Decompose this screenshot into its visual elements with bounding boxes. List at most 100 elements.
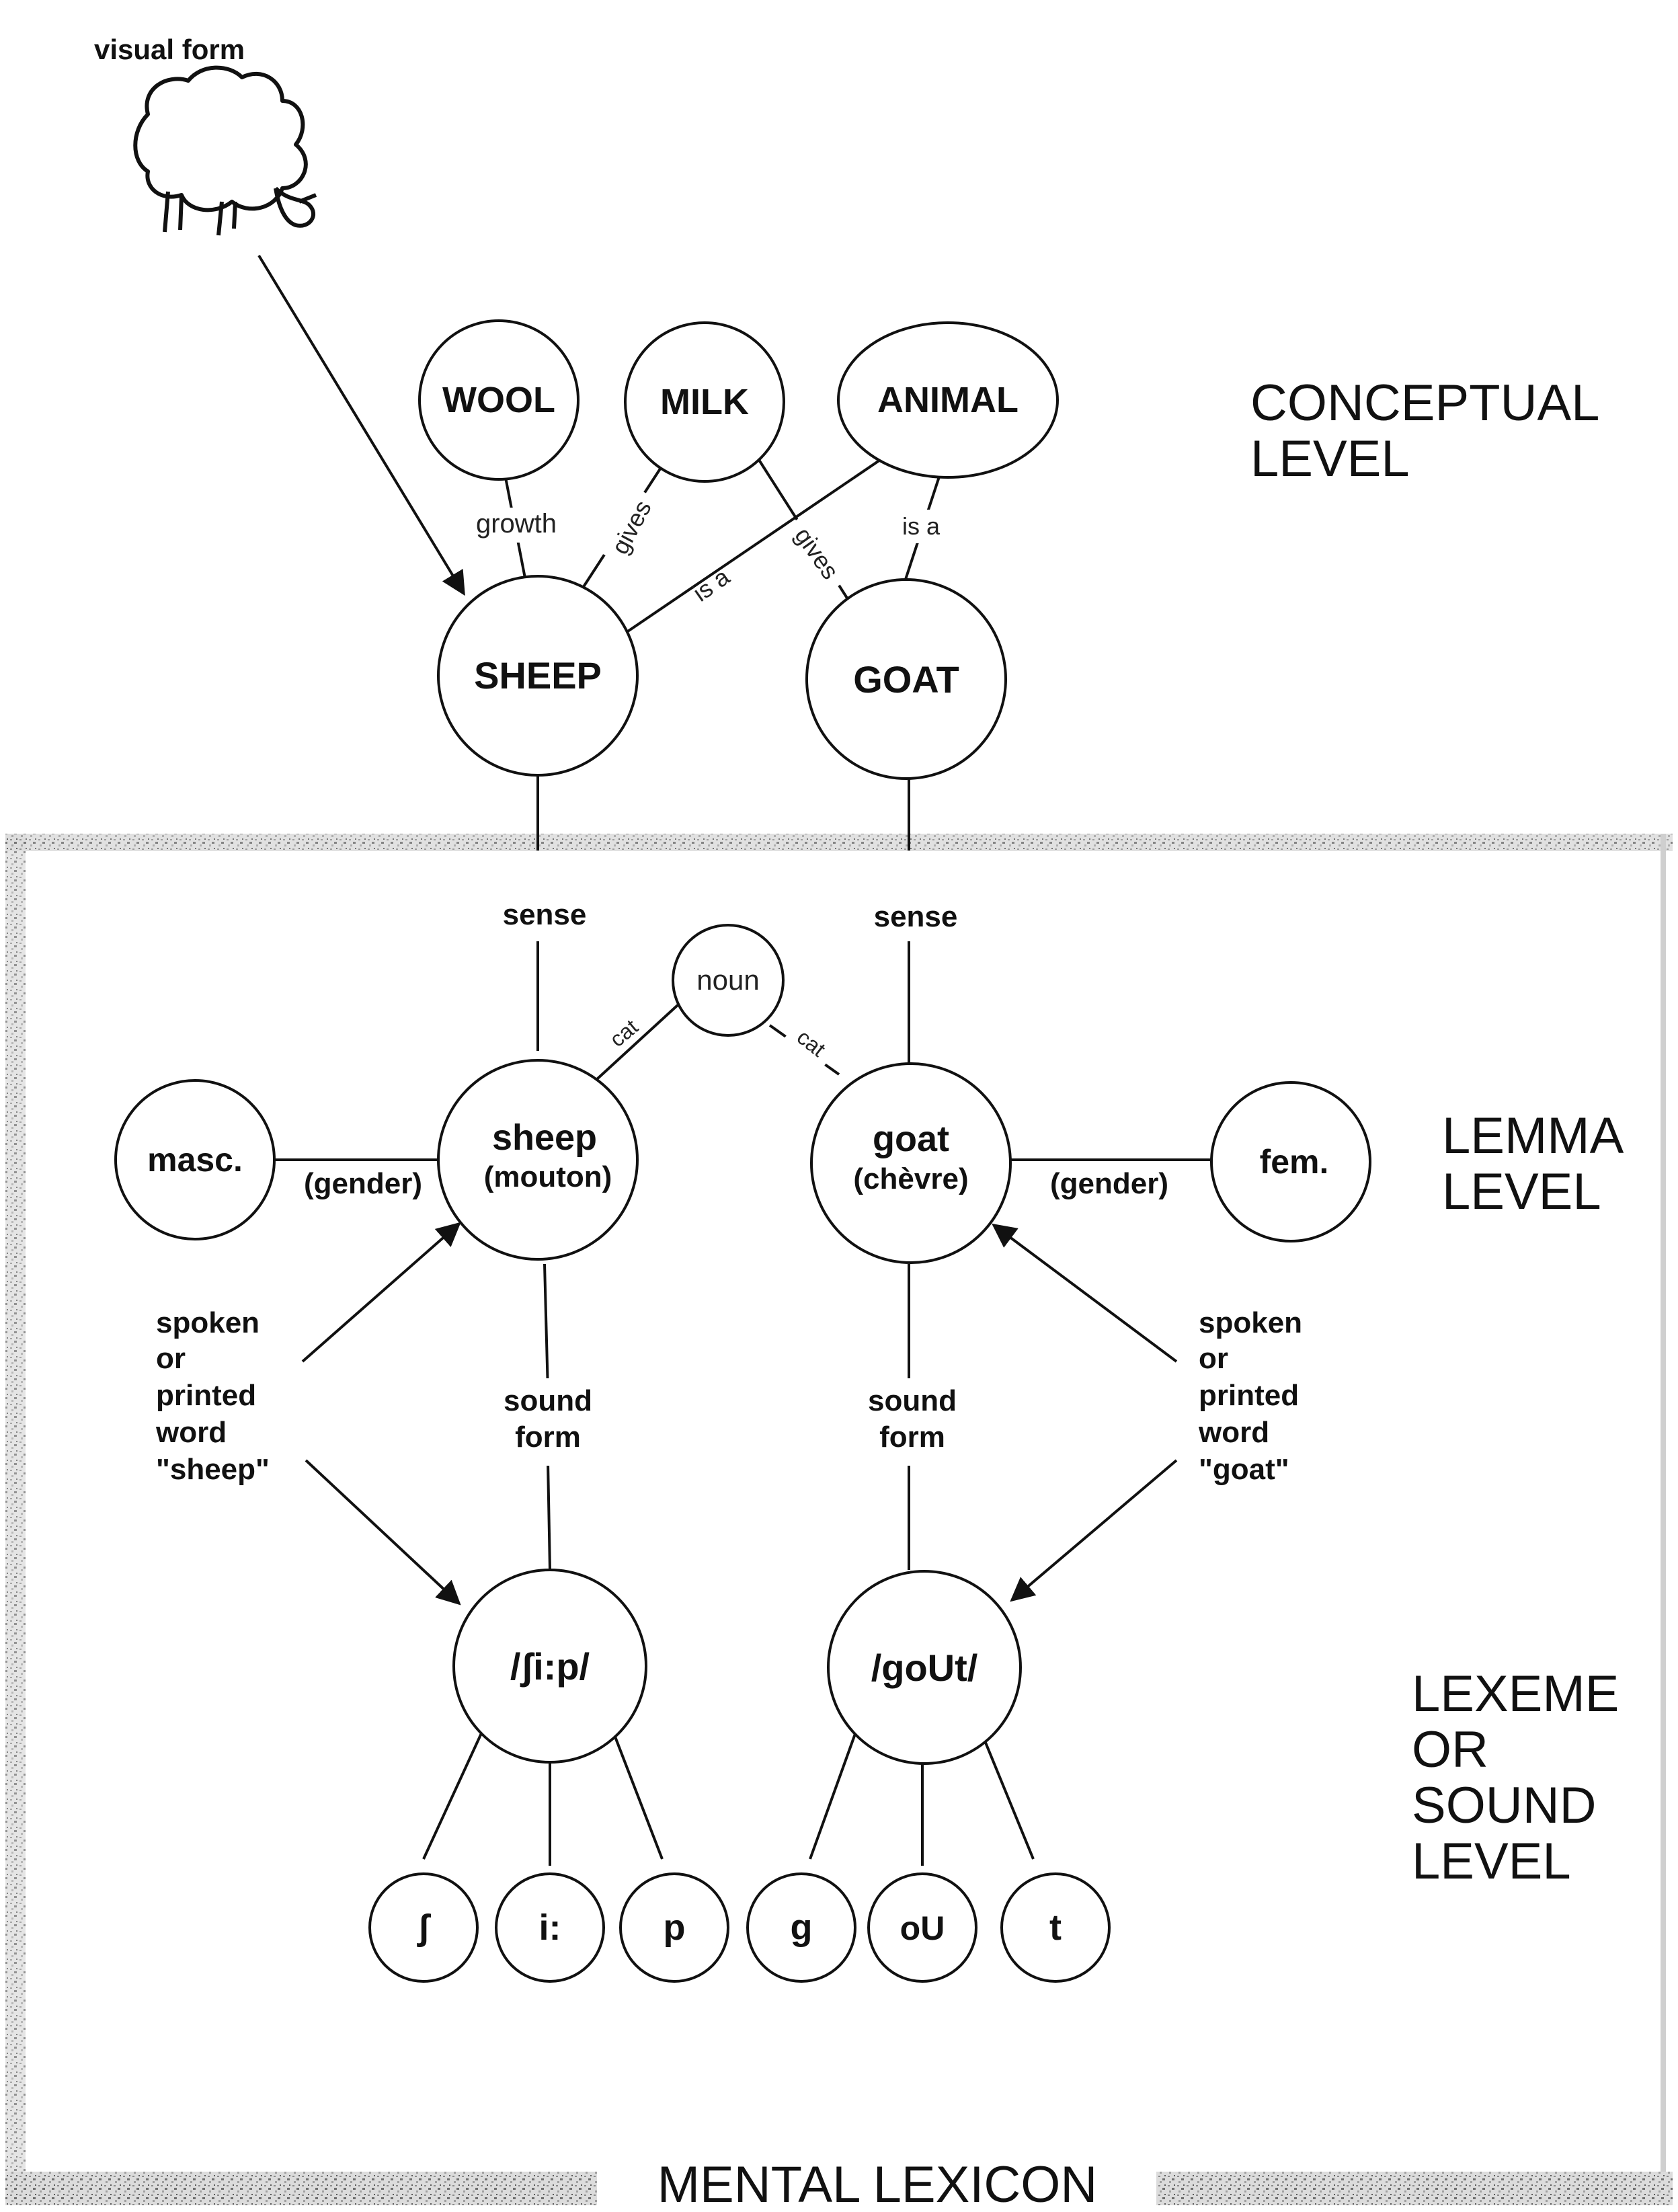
input-goat: spoken or printed word "goat" xyxy=(1198,1306,1302,1486)
mental-lexicon-label: MENTAL LEXICON xyxy=(657,2156,1098,2212)
edge-animal-sheep xyxy=(621,439,910,637)
node-goat-concept-label: GOAT xyxy=(853,658,959,701)
edge-goat-phoneme-1 xyxy=(809,1724,860,1860)
edge-sheep-phoneme-3 xyxy=(609,1724,664,1860)
edge-label-sound-sheep-1: sound xyxy=(504,1384,592,1417)
phoneme-goat-1: g xyxy=(746,1872,856,1983)
input-sheep-line-4: word xyxy=(155,1416,227,1449)
phoneme-goat-2-label: oU xyxy=(900,1909,945,1947)
node-masc: masc. xyxy=(114,1079,276,1240)
input-sheep-line-1: spoken xyxy=(156,1306,259,1339)
node-animal-label: ANIMAL xyxy=(877,380,1018,420)
phoneme-goat-2: oU xyxy=(867,1872,977,1983)
sheep-sketch xyxy=(133,65,317,236)
node-sheep-lemma: sheep (mouton) xyxy=(437,1059,639,1261)
lexeme-level-line-1: LEXEME xyxy=(1412,1665,1619,1723)
node-wool: WOOL xyxy=(418,319,580,481)
level-labels: CONCEPTUAL LEVEL LEMMA LEVEL LEXEME OR S… xyxy=(1250,374,1624,1890)
input-goat-line-4: word xyxy=(1198,1416,1269,1449)
lexeme-level-line-4: LEVEL xyxy=(1412,1833,1571,1890)
lexeme-level-line-2: OR xyxy=(1412,1721,1488,1778)
boundary-top xyxy=(5,834,1673,851)
node-wool-label: WOOL xyxy=(442,380,555,420)
input-sheep-line-3: printed xyxy=(156,1379,256,1412)
boundary-bottom-right xyxy=(1156,2172,1673,2205)
node-goat-lexeme-label: /goUt/ xyxy=(871,1647,978,1689)
node-noun-label: noun xyxy=(696,964,759,996)
node-animal: ANIMAL xyxy=(837,321,1059,479)
input-goat-line-1: spoken xyxy=(1199,1306,1302,1339)
node-fem: fem. xyxy=(1210,1081,1371,1242)
edge-label-sound-goat-1: sound xyxy=(868,1384,957,1417)
phoneme-goat-3: t xyxy=(1000,1872,1111,1983)
arrow-input-sheep-lemma xyxy=(301,1222,461,1363)
node-fem-label: fem. xyxy=(1260,1143,1329,1181)
lemma-edges xyxy=(269,941,1212,1866)
edge-label-growth: growth xyxy=(476,509,557,539)
arrow-input-sheep-lexeme xyxy=(305,1459,461,1606)
lemma-level-line-1: LEMMA xyxy=(1442,1107,1624,1164)
node-sheep-lexeme-label: /ʃi:p/ xyxy=(510,1645,590,1688)
node-goat-lemma: goat (chèvre) xyxy=(810,1062,1012,1264)
input-goat-line-2: or xyxy=(1199,1342,1228,1375)
edge-label-gives-sheep: gives xyxy=(606,496,657,558)
edge-label-gender-goat: (gender) xyxy=(1050,1167,1168,1200)
node-goat-lexeme: /goUt/ xyxy=(827,1570,1022,1765)
phoneme-sheep-2-label: i: xyxy=(539,1907,561,1948)
edge-label-is-a-goat: is a xyxy=(902,512,941,540)
node-milk: MILK xyxy=(624,321,785,483)
boundary-bottom-left xyxy=(5,2172,597,2205)
input-sheep-line-2: or xyxy=(156,1342,186,1375)
node-masc-label: masc. xyxy=(147,1141,243,1179)
phoneme-goat-1-label: g xyxy=(791,1907,813,1948)
node-sheep-lemma-french: (mouton) xyxy=(484,1160,612,1193)
edge-sheep-phoneme-1 xyxy=(422,1724,487,1860)
edge-label-sound-sheep-2: form xyxy=(515,1421,581,1454)
phoneme-goat-3-label: t xyxy=(1049,1907,1062,1948)
boundary-left xyxy=(5,834,26,2185)
phoneme-sheep-3: p xyxy=(619,1872,729,1983)
node-sheep-lexeme: /ʃi:p/ xyxy=(452,1569,647,1764)
node-goat-concept: GOAT xyxy=(805,578,1007,780)
edge-cat-sheep xyxy=(596,1004,679,1080)
input-goat-line-3: printed xyxy=(1199,1379,1299,1412)
phoneme-sheep-3-label: p xyxy=(664,1907,686,1948)
node-milk-label: MILK xyxy=(660,382,749,422)
boundary-right xyxy=(1661,834,1666,2185)
lemma-nodes: sense sense noun cat cat masc. fem. shee… xyxy=(114,898,1371,1466)
input-sheep-line-5: "sheep" xyxy=(156,1453,270,1486)
edge-label-gender-sheep: (gender) xyxy=(304,1167,422,1200)
phoneme-sheep-2: i: xyxy=(495,1872,605,1983)
node-goat-lemma-french: (chèvre) xyxy=(853,1162,968,1195)
conceptual-level-line-2: LEVEL xyxy=(1250,430,1410,487)
arrow-input-goat-lemma xyxy=(992,1223,1178,1363)
lexeme-nodes: /ʃi:p/ /goUt/ xyxy=(452,1569,1022,1765)
conceptual-edges xyxy=(257,254,943,851)
node-sheep-concept: SHEEP xyxy=(437,575,639,777)
visual-form-arrow xyxy=(257,254,465,596)
phoneme-nodes: ʃ i: p g oU t xyxy=(368,1872,1111,1983)
edge-label-sense-sheep: sense xyxy=(503,898,587,931)
conceptual-nodes: WOOL MILK ANIMAL SHEEP GOAT xyxy=(418,319,1059,780)
lexeme-level-line-3: SOUND xyxy=(1412,1777,1596,1834)
arrow-input-goat-lexeme xyxy=(1010,1459,1178,1602)
edge-label-sense-goat: sense xyxy=(874,900,958,933)
node-noun: noun xyxy=(672,924,785,1037)
input-sheep: spoken or printed word "sheep" xyxy=(155,1306,270,1486)
node-sheep-concept-label: SHEEP xyxy=(474,654,602,697)
edge-goat-phoneme-3 xyxy=(977,1724,1035,1860)
node-goat-lemma-word: goat xyxy=(873,1119,949,1159)
phoneme-sheep-1-label: ʃ xyxy=(417,1907,432,1948)
visual-form-label: visual form xyxy=(94,34,245,65)
edge-sound-sheep-upper xyxy=(543,1263,549,1392)
input-goat-line-5: "goat" xyxy=(1199,1453,1289,1486)
edge-label-is-a-sheep: is a xyxy=(688,562,735,606)
conceptual-level-line-1: CONCEPTUAL xyxy=(1250,374,1599,432)
edge-label-sound-goat-2: form xyxy=(879,1421,945,1454)
edge-sound-sheep-lower xyxy=(547,1462,551,1571)
lexicon-boundary xyxy=(5,834,1673,2205)
node-sheep-lemma-word: sheep xyxy=(492,1117,597,1158)
lemma-level-line-2: LEVEL xyxy=(1442,1163,1601,1220)
